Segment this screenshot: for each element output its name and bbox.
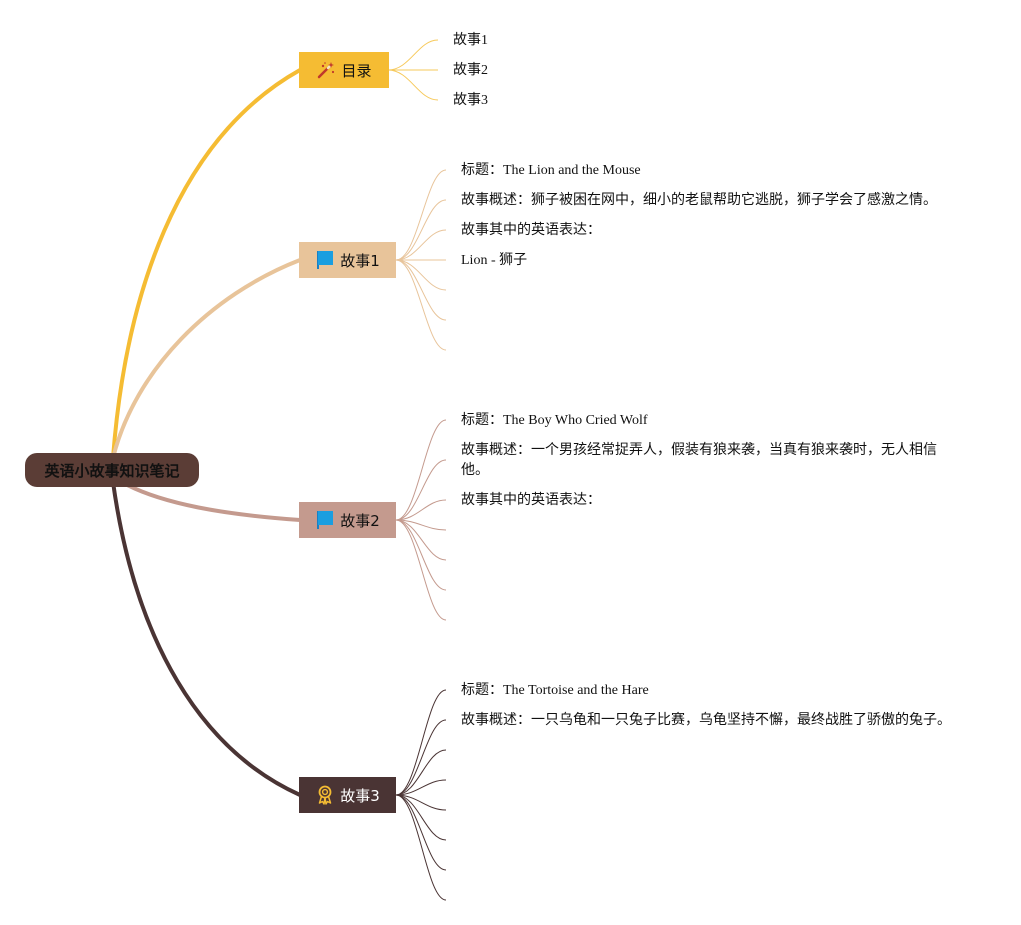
connector-root-toc bbox=[111, 68, 302, 460]
story1-summary[interactable]: 故事概述：狮子被困在网中，细小的老鼠帮助它逃脱，狮子学会了感激之情。 bbox=[461, 193, 937, 208]
toc-item[interactable]: 故事2 bbox=[453, 63, 488, 78]
connectors-story2-leaves bbox=[395, 419, 447, 621]
story2-title[interactable]: 标题：The Boy Who Cried Wolf bbox=[461, 413, 648, 428]
branch-toc-label: 目录 bbox=[341, 61, 372, 80]
branch-story2[interactable]: 故事2 bbox=[299, 502, 396, 538]
toc-item[interactable]: 故事1 bbox=[453, 33, 488, 48]
story2-expressions-heading[interactable]: 故事其中的英语表达： bbox=[461, 493, 601, 508]
story1-expressions-heading[interactable]: 故事其中的英语表达： bbox=[461, 223, 601, 238]
branch-story1[interactable]: 故事1 bbox=[299, 242, 396, 278]
branch-story3-label: 故事3 bbox=[340, 786, 380, 805]
connector-root-story3 bbox=[111, 480, 302, 797]
connectors-story3-leaves bbox=[395, 689, 447, 901]
branch-story1-label: 故事1 bbox=[340, 251, 380, 270]
story3-summary[interactable]: 故事概述：一只乌龟和一只兔子比赛，乌龟坚持不懈，最终战胜了骄傲的兔子。 bbox=[461, 713, 951, 728]
award-ribbon-icon bbox=[318, 785, 332, 805]
blue-flag-icon bbox=[317, 511, 334, 529]
connector-root-story1 bbox=[111, 258, 302, 460]
connectors-story1-leaves bbox=[395, 169, 447, 351]
root-label: 英语小故事知识笔记 bbox=[44, 461, 180, 480]
blue-flag-icon bbox=[317, 251, 334, 269]
branch-story2-label: 故事2 bbox=[340, 511, 380, 530]
story1-expression-item[interactable]: Lion - 狮子 bbox=[461, 253, 528, 268]
magic-wand-icon bbox=[318, 62, 335, 79]
toc-item[interactable]: 故事3 bbox=[453, 93, 488, 108]
connector-root-story2 bbox=[116, 478, 302, 522]
branch-story3[interactable]: 故事3 bbox=[299, 777, 396, 813]
story1-title[interactable]: 标题：The Lion and the Mouse bbox=[461, 163, 641, 178]
branch-toc[interactable]: 目录 bbox=[299, 52, 389, 88]
connectors-toc-leaves bbox=[387, 39, 439, 101]
story2-summary[interactable]: 故事概述：一个男孩经常捉弄人，假装有狼来袭，当真有狼来袭时，无人相信他。 bbox=[461, 443, 937, 478]
story3-title[interactable]: 标题：The Tortoise and the Hare bbox=[461, 683, 649, 698]
root-node[interactable]: 英语小故事知识笔记 bbox=[25, 453, 199, 487]
